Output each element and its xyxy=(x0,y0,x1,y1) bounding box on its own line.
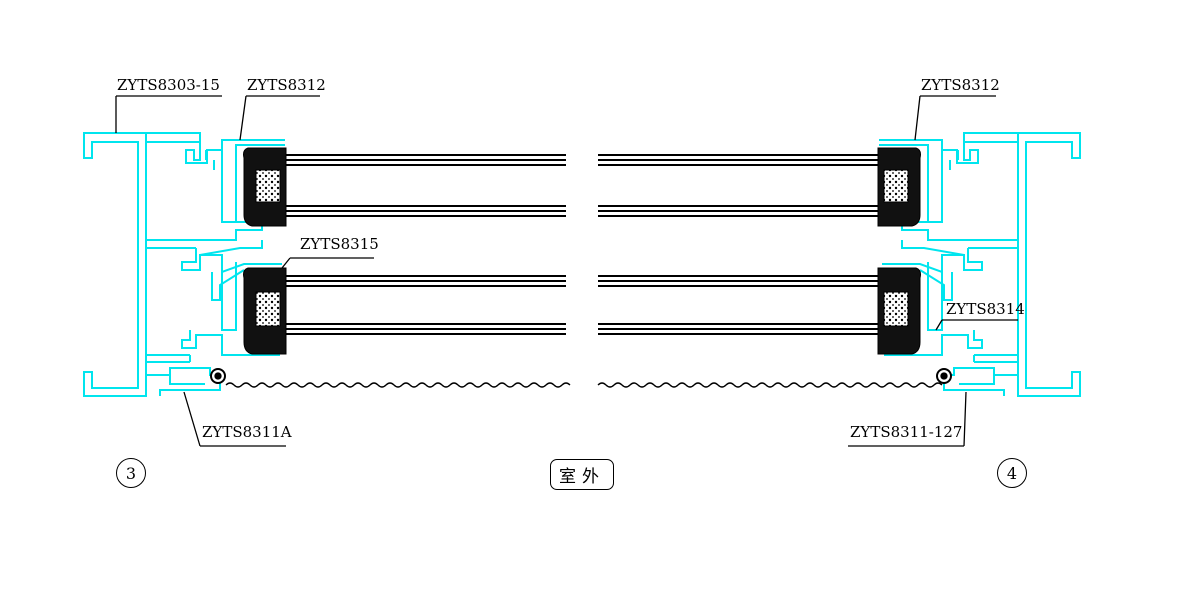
upper-glass-unit xyxy=(243,147,921,227)
label-zyts8314: ZYTS8314 xyxy=(946,300,1025,318)
leader-lines xyxy=(115,95,1018,447)
label-zyts8312-right: ZYTS8312 xyxy=(921,76,1000,94)
left-frame-profile xyxy=(83,132,285,397)
label-zyts8303-15: ZYTS8303-15 xyxy=(117,76,220,94)
insect-screen xyxy=(210,368,952,388)
section-marker-4: 4 xyxy=(997,458,1027,488)
lower-glass-unit xyxy=(243,267,921,355)
right-frame-profile xyxy=(879,132,1081,397)
label-zyts8315: ZYTS8315 xyxy=(300,235,379,253)
label-zyts8311-127: ZYTS8311-127 xyxy=(850,423,963,441)
outdoor-label: 室外 xyxy=(550,459,614,490)
label-zyts8311a: ZYTS8311A xyxy=(202,423,292,441)
label-zyts8312-left: ZYTS8312 xyxy=(247,76,326,94)
section-marker-3: 3 xyxy=(116,458,146,488)
